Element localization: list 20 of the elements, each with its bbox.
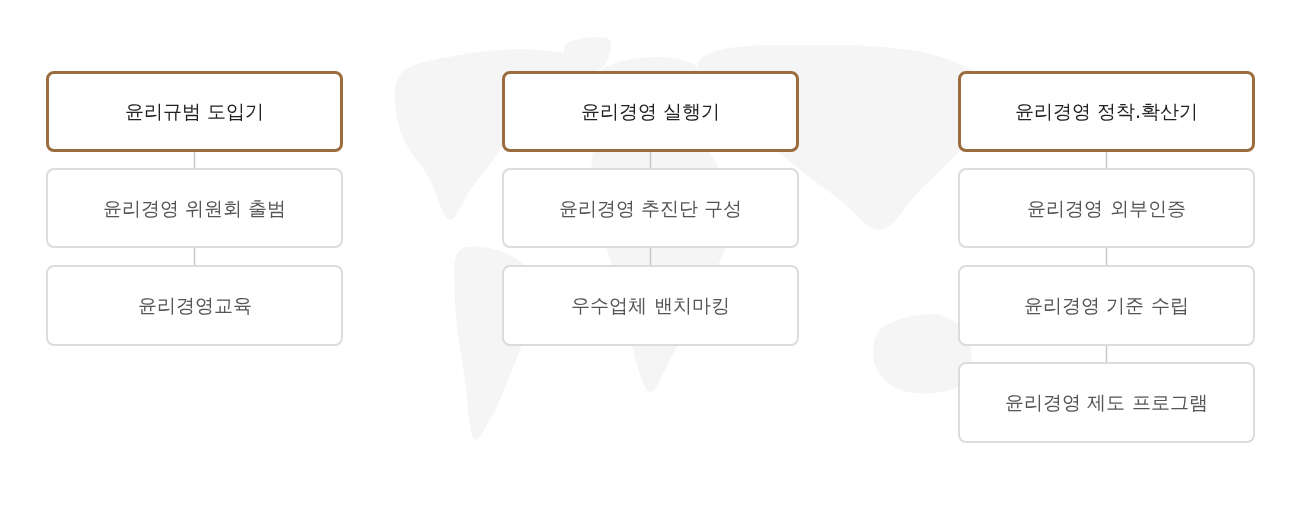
task-box <box>958 265 1255 346</box>
stage-header-box <box>46 71 343 152</box>
task-box <box>46 168 343 248</box>
task-text: 윤리경영 추진단 구성 <box>558 196 743 220</box>
task-text: 우수업체 밴치마킹 <box>571 294 730 317</box>
stage-header-box <box>502 71 799 152</box>
task-box <box>958 362 1255 443</box>
stage-title: 윤리규범 도입기 <box>124 100 264 123</box>
task-box <box>502 265 799 346</box>
task-text: 윤리경영 제도 프로그램 <box>1005 391 1208 414</box>
task-box <box>502 168 799 248</box>
task-text: 윤리경영 외부인증 <box>1027 196 1186 220</box>
stage-header-box <box>958 71 1255 152</box>
task-box <box>958 168 1255 248</box>
stage-title: 윤리경영 정착.확산기 <box>1014 100 1199 123</box>
task-text: 윤리경영 위원회 출범 <box>102 196 287 220</box>
task-box <box>46 265 343 346</box>
task-text: 윤리경영교육 <box>137 294 252 317</box>
task-text: 윤리경영 기준 수립 <box>1024 294 1189 317</box>
stage-title: 윤리경영 실행기 <box>580 100 720 123</box>
